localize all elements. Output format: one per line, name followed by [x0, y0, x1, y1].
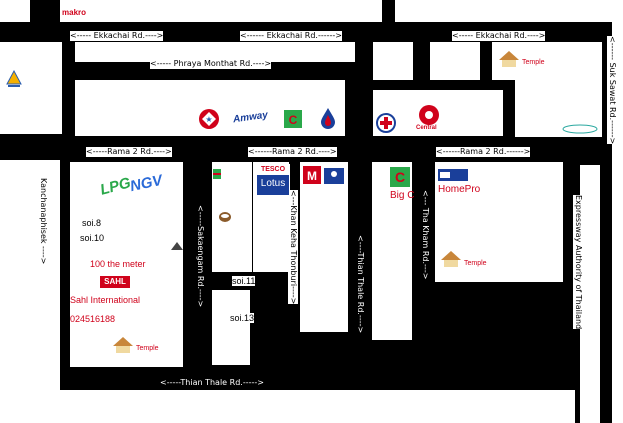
central-flower-icon [418, 104, 440, 126]
block-top-right [395, 0, 623, 22]
svg-text:C: C [289, 113, 298, 127]
temple-ne-icon [498, 50, 520, 68]
road-label-tha-kham: <--- Tha Kham Rd.---> [421, 190, 430, 280]
soi13-label: soi.13 [230, 313, 255, 323]
phone-label: 024516188 [70, 314, 116, 324]
road-label-sakaengam: <-----Sakaengam Rd.----> [196, 205, 205, 308]
bigc-icon: C [390, 167, 410, 187]
bigc-label: Big C [390, 190, 415, 201]
block-khan-keha [300, 162, 348, 332]
seven-eleven-icon [213, 166, 221, 179]
bigc-shop-icon: C [284, 110, 302, 128]
block-n-small1 [373, 42, 413, 80]
road-label-expressway: Expressway Authority of Thailand [573, 195, 583, 330]
soi10-label: soi.10 [80, 233, 105, 243]
mountain-logo-icon [171, 237, 183, 250]
soi11-label: soi.11 [232, 276, 256, 286]
road-label-suk-sawat: <------ Suk Sawat Rd.------> [607, 36, 617, 145]
temple-sw-label: Temple [136, 345, 159, 352]
road-label-kanchanaphisek: Kanchanaphisek ----> [38, 178, 48, 265]
block-top-left [0, 0, 30, 22]
meter-label: 100 the meter [90, 259, 146, 269]
temple-ne-label: Temple [522, 59, 545, 66]
homepro-logo-icon [438, 168, 468, 181]
temple-sw-icon [112, 336, 134, 354]
block-expressway [580, 165, 600, 423]
road-label-rama2-2: <------Rama 2 Rd.----> [248, 147, 337, 157]
block-nw [0, 42, 62, 134]
block-sahl [70, 162, 183, 367]
block-n-strip [75, 42, 355, 62]
block-top-makro [60, 0, 382, 22]
road-label-rama2-1: <-----Rama 2 Rd.----> [86, 147, 172, 157]
road-label-thian-thale-h: <-----Thian Thale Rd.-----> [160, 378, 264, 387]
temple-mid-label: Temple [464, 260, 487, 267]
pttgas-drop-icon [320, 107, 336, 129]
hospital-ne-logo-icon [562, 121, 598, 134]
block-right-edge [612, 0, 623, 423]
hospital-cross-icon [376, 113, 396, 133]
block-sakaengam-mid [212, 162, 252, 272]
block-soi-lower [212, 290, 250, 365]
coffee-icon [218, 210, 232, 222]
block-south [0, 390, 575, 423]
road-label-ekkachai-2: <------ Ekkachai Rd.------> [240, 31, 342, 41]
homepro-label: HomePro [438, 184, 481, 195]
road-label-khan-keha: <---Khan Keha Thonburi----> [288, 190, 298, 305]
block-n-small2 [430, 42, 480, 80]
road-label-thian-thale-v: <----Thian Thale Rd.----> [356, 235, 365, 334]
svg-text:M: M [307, 169, 317, 183]
soi8-label: soi.8 [82, 218, 102, 228]
central-label: Central [416, 125, 437, 131]
shop-red-icon: M [303, 166, 321, 184]
temple-mid-icon [440, 250, 462, 268]
lotus-text: Lotus [260, 178, 286, 189]
sahl-sign: SAHL [100, 276, 130, 288]
block-west [0, 160, 60, 423]
road-label-rama2-3: <------Rama 2 Rd.------> [436, 147, 531, 157]
svg-text:C: C [395, 169, 405, 185]
block-ne-temple [515, 42, 602, 137]
tesco-logo: TESCO Lotus [256, 164, 290, 196]
makro-logo: makro [62, 8, 87, 17]
road-label-phraya-monthat: <----- Phraya Monthat Rd.----> [150, 59, 272, 69]
tesco-text: TESCO [257, 165, 289, 175]
road-label-ekkachai-1: <----- Ekkachai Rd.----> [70, 31, 164, 41]
shop-blue-icon [324, 168, 344, 184]
sahl-name-label: Sahl International [70, 295, 141, 305]
caltex-icon: ★ [198, 108, 220, 130]
road-label-ekkachai-3: <----- Ekkachai Rd.----> [452, 31, 546, 41]
ptt-logo-icon [6, 69, 22, 88]
svg-text:★: ★ [205, 115, 212, 124]
block-bigc [372, 162, 412, 340]
